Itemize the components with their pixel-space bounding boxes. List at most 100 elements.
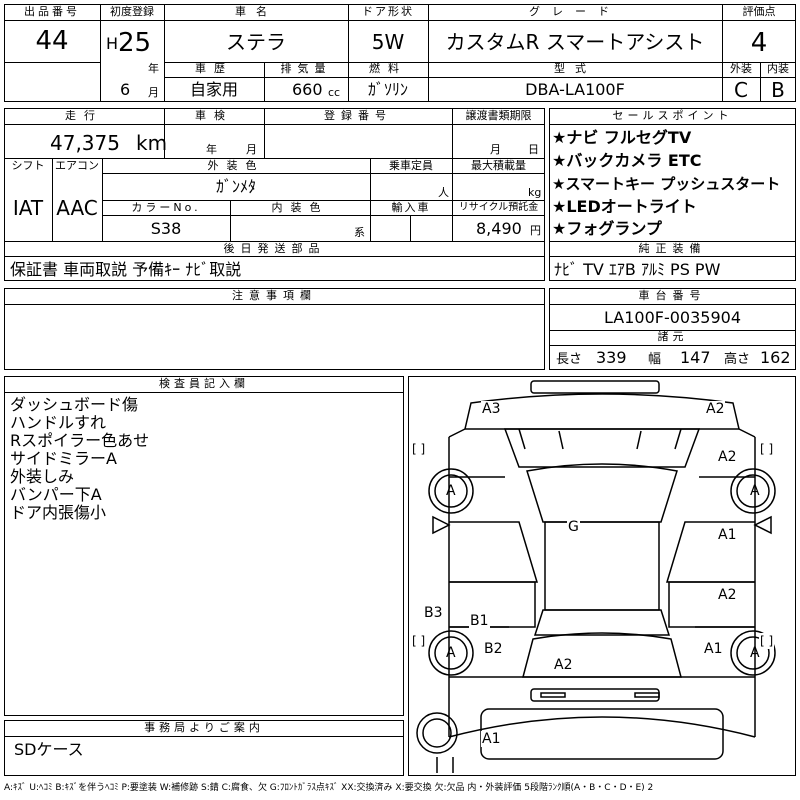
damage-mark-rear-left: B2	[483, 641, 504, 657]
inspector-box	[4, 376, 404, 716]
era: H	[106, 34, 119, 53]
fuel: ｶﾞｿﾘﾝ	[367, 80, 408, 99]
chassis-label: 車台番号	[638, 289, 707, 302]
first-reg-label: 初度登録	[110, 5, 154, 18]
interior-label: 内装	[767, 62, 789, 75]
inspector-note-3: Rスポイラー色あせ	[10, 431, 150, 450]
office-label: 事務局よりご案内	[144, 721, 264, 734]
mileage-unit: km	[136, 131, 168, 155]
lot-label: 出品番号	[24, 5, 80, 18]
int-color-label: 内装色	[271, 201, 329, 214]
width-label: 幅	[648, 352, 662, 367]
fuel-label: 燃料	[369, 62, 407, 75]
exterior-label: 外装	[730, 62, 752, 75]
sales-points-box	[549, 108, 796, 281]
inspector-note-1: ダッシュボード傷	[10, 395, 139, 414]
specs-label: 諸元	[657, 330, 688, 343]
height: 162	[760, 348, 791, 367]
displacement-unit: cc	[328, 86, 341, 99]
chassis-box	[549, 288, 796, 370]
lot-number: 44	[35, 26, 69, 56]
inspector-label: 検査員記入欄	[159, 377, 249, 390]
sales-point-5: ★フォグランプ	[552, 219, 662, 238]
inspector-note-5: 外装しみ	[10, 467, 75, 486]
damage-mark-rear-left-wheel: A	[446, 645, 456, 661]
length: 339	[596, 348, 627, 367]
score: 4	[750, 28, 768, 58]
genuine-equipment: ﾅﾋﾞ TV ｴｱB ｱﾙﾐ PS PW	[554, 260, 721, 279]
ac: AAC	[56, 196, 98, 220]
damage-mark-rear-right-wheel: A	[750, 645, 760, 661]
insp-year-unit: 年	[206, 143, 217, 156]
inspector-note-7: ドア内張傷小	[10, 503, 107, 522]
sales-point-3: ★スマートキー プッシュスタート	[552, 175, 781, 193]
max-load-label: 最大積載量	[471, 159, 526, 172]
notes-label: 注意事項欄	[232, 289, 317, 302]
exterior-grade: C	[734, 78, 748, 102]
damage-mark-right-rear-door: A2	[717, 587, 738, 603]
car-name-label: 車名	[235, 5, 277, 18]
damage-mark-windshield: G	[567, 519, 580, 535]
sales-point-2: ★バックカメラ ETC	[552, 151, 702, 170]
height-label: 高さ	[724, 352, 751, 367]
interior-grade: B	[771, 78, 785, 102]
ext-color: ｶﾞﾝﾒﾀ	[215, 177, 256, 196]
damage-mark-left-quarter: B1	[469, 613, 490, 629]
length-label: 長さ	[556, 352, 583, 367]
capacity-label: 乗車定員	[389, 159, 433, 172]
history: 自家用	[189, 80, 238, 99]
inspector-note-2: ハンドルすれ	[10, 413, 107, 432]
top-grid	[4, 4, 796, 102]
shift-label: シフト	[11, 159, 45, 172]
genuine-label: 純正装備	[638, 242, 707, 255]
inspector-note-4: サイドミラーA	[10, 449, 117, 468]
score-label: 評価点	[742, 5, 776, 18]
damage-mark-right-quarter: A1	[703, 641, 724, 657]
transfer-day-unit: 日	[528, 143, 539, 156]
reg-month: 6	[120, 80, 131, 99]
transfer-label: 譲渡書類期限	[465, 109, 532, 122]
recycle: 8,490	[476, 219, 522, 238]
door: 5W	[371, 30, 405, 54]
damage-mark-right-fender: A2	[717, 449, 738, 465]
import-label: 輸入車	[391, 201, 431, 214]
later-parts-label: 後日発送部品	[223, 242, 326, 255]
bracket-right-bottom: [ ]	[759, 633, 775, 649]
damage-mark-front-left-wheel: A	[446, 483, 456, 499]
office-box	[4, 720, 404, 776]
sales-points-label: セールスポイント	[612, 109, 733, 122]
office-note: SDケース	[14, 740, 84, 759]
later-parts: 保証書 車両取説 予備ｷｰ ﾅﾋﾞ取説	[10, 260, 242, 279]
color-no-label: カラーNo.	[131, 201, 201, 214]
grade-label: グレード	[529, 5, 621, 18]
door-label: ドア形状	[362, 5, 414, 18]
inspection-label: 車検	[195, 109, 233, 122]
ac-label: エアコン	[55, 159, 99, 172]
damage-mark-left-rear: B3	[423, 605, 444, 621]
displacement-label: 排気量	[280, 62, 332, 75]
year-unit: 年	[148, 62, 159, 75]
recycle-unit: 円	[530, 224, 541, 237]
damage-mark-rear-bumper: A1	[481, 731, 502, 747]
notes-box	[4, 288, 545, 370]
transfer-month-unit: 月	[490, 143, 501, 156]
int-color-unit: 系	[354, 226, 365, 239]
damage-mark-front-right: A2	[705, 401, 726, 417]
insp-month-unit: 月	[246, 143, 257, 156]
mileage-label: 走行	[65, 109, 103, 122]
history-label: 車歴	[195, 62, 233, 75]
chassis-number: LA100F-0035904	[604, 308, 741, 327]
damage-mark-right-front-door: A1	[717, 527, 738, 543]
bracket-right-top: [ ]	[759, 441, 775, 457]
damage-mark-front-right-wheel: A	[750, 483, 760, 499]
grade: カスタムR スマートアシスト	[445, 30, 705, 54]
car-outline	[416, 380, 776, 773]
car-name: ステラ	[226, 30, 286, 54]
model-label: 型式	[554, 62, 596, 75]
model: DBA-LA100F	[525, 80, 625, 99]
vehicle-details-grid	[4, 108, 545, 281]
displacement: 660	[292, 80, 323, 99]
sales-point-1: ★ナビ フルセグTV	[552, 128, 692, 147]
damage-diagram: A3 A2 A2 A A G A1 A2 B3 B1 A B2 A2 A A1 …	[408, 376, 796, 776]
reg-no-label: 登録番号	[324, 109, 392, 122]
